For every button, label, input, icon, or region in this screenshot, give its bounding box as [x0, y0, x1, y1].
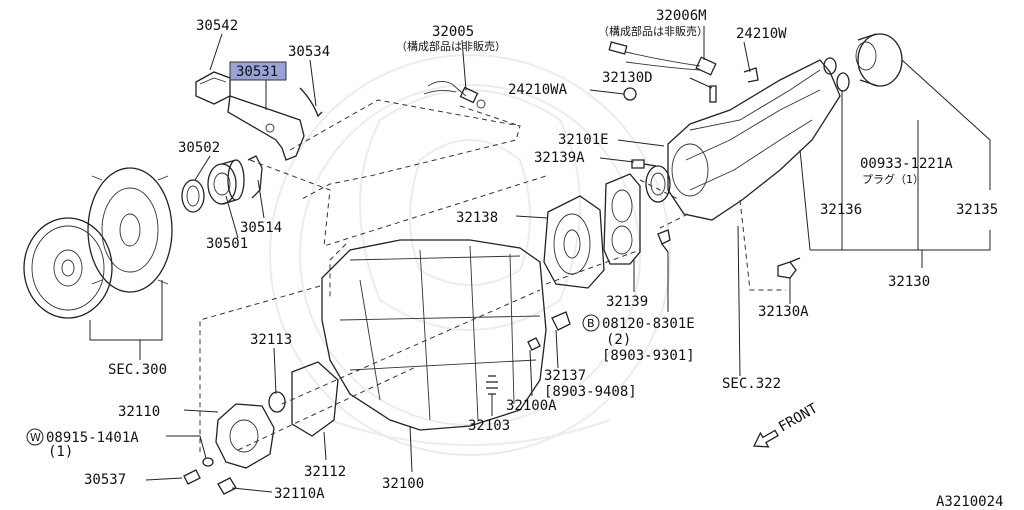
- label-30542: 30542: [196, 18, 238, 34]
- washer-symbol-w: [26, 428, 44, 446]
- label-08120-prefix: B: [587, 317, 595, 330]
- label-32137-date: [8903-9408]: [544, 384, 637, 400]
- label-32136: 32136: [820, 202, 862, 218]
- part-32130A-bolt[interactable]: [777, 257, 801, 279]
- part-24210W-clip[interactable]: [743, 67, 759, 83]
- label-08120-qty: (2): [606, 332, 631, 348]
- label-08915: 08915-1401A: [46, 430, 139, 446]
- label-32100A: 32100A: [506, 398, 557, 414]
- label-diagram-id: A3210024: [936, 494, 1003, 510]
- label-24210W: 24210W: [736, 26, 787, 42]
- label-32135: 32135: [956, 202, 998, 218]
- label-32112: 32112: [304, 464, 346, 480]
- part-30537-bolt[interactable]: [183, 469, 201, 485]
- part-32113-seal[interactable]: [268, 391, 286, 413]
- part-32135-dust-cover[interactable]: [855, 33, 903, 87]
- label-00933: 00933-1221A: [860, 156, 953, 172]
- label-30537: 30537: [84, 472, 126, 488]
- assembly-dashed-lines: [199, 99, 786, 452]
- label-32110A: 32110A: [274, 486, 325, 502]
- label-32139: 32139: [606, 294, 648, 310]
- bolt-symbol-b: [582, 314, 600, 332]
- highlight-30531: [229, 61, 287, 81]
- part-rear-extension-housing[interactable]: [667, 59, 841, 221]
- label-front: FRONT: [776, 400, 821, 435]
- part-32100A-plug[interactable]: [527, 337, 541, 351]
- part-08120-bolt[interactable]: [657, 229, 671, 253]
- label-32006M-note: （構成部品は非販売）: [598, 24, 708, 38]
- part-30542-boot[interactable]: [195, 71, 231, 105]
- part-32139-gasket[interactable]: [603, 173, 641, 265]
- label-08120: 08120-8301E: [602, 316, 695, 332]
- label-32005-note: （構成部品は非販売）: [396, 39, 506, 53]
- part-30531-withdrawal-lever[interactable]: [227, 95, 305, 161]
- part-24210WA-clip[interactable]: [623, 87, 637, 101]
- label-SEC322: SEC.322: [722, 376, 781, 392]
- label-32101E: 32101E: [558, 132, 609, 148]
- part-32136-seal[interactable]: [823, 57, 850, 92]
- part-clutch-disc[interactable]: [23, 217, 113, 319]
- label-00933-note: プラグ（1）: [862, 172, 924, 186]
- leader-lines: [89, 26, 991, 493]
- part-32139A-bolt[interactable]: [631, 159, 657, 169]
- part-30501-release-sleeve[interactable]: [207, 159, 245, 205]
- part-32112-gasket[interactable]: [291, 361, 339, 437]
- label-32113: 32113: [250, 332, 292, 348]
- part-32006M-harness[interactable]: [608, 41, 717, 76]
- part-32110A-bolt[interactable]: [217, 477, 237, 495]
- part-clutch-cover[interactable]: [87, 167, 173, 293]
- part-32005-switch[interactable]: [423, 81, 486, 109]
- label-08915-prefix: W: [30, 431, 41, 444]
- label-32130A: 32130A: [758, 304, 809, 320]
- front-arrow: [752, 429, 779, 448]
- label-32139A: 32139A: [534, 150, 585, 166]
- label-32137: 32137: [544, 368, 586, 384]
- label-32005: 32005: [432, 24, 474, 40]
- label-30514: 30514: [240, 220, 282, 236]
- part-32110-front-cover[interactable]: [215, 403, 275, 469]
- label-24210WA: 24210WA: [508, 82, 568, 98]
- part-30502-release-bearing[interactable]: [181, 179, 205, 213]
- part-08915-washer[interactable]: [202, 457, 214, 467]
- watermark-emblem: [269, 54, 671, 456]
- label-08120-date: [8903-9301]: [602, 348, 695, 364]
- label-32130D: 32130D: [602, 70, 653, 86]
- part-32137-plug[interactable]: [551, 311, 571, 331]
- part-30514-clip[interactable]: [247, 155, 263, 199]
- part-30534-spring[interactable]: [299, 87, 323, 118]
- label-32138: 32138: [456, 210, 498, 226]
- part-32101E-seal[interactable]: [645, 165, 671, 203]
- label-32130: 32130: [888, 274, 930, 290]
- label-30534: 30534: [288, 44, 330, 60]
- label-SEC300: SEC.300: [108, 362, 167, 378]
- label-30531: 30531: [236, 64, 278, 80]
- label-30501: 30501: [206, 236, 248, 252]
- part-32138-adapter-plate[interactable]: [543, 195, 605, 289]
- label-32100: 32100: [382, 476, 424, 492]
- label-32006M: 32006M: [656, 8, 707, 24]
- part-32130D-bolt[interactable]: [709, 85, 717, 103]
- label-32110: 32110: [118, 404, 160, 420]
- label-30502: 30502: [178, 140, 220, 156]
- part-32100-transmission-case[interactable]: [321, 239, 547, 431]
- label-32103: 32103: [468, 418, 510, 434]
- label-08915-qty: (1): [48, 444, 73, 460]
- part-32103-spring[interactable]: [486, 375, 498, 395]
